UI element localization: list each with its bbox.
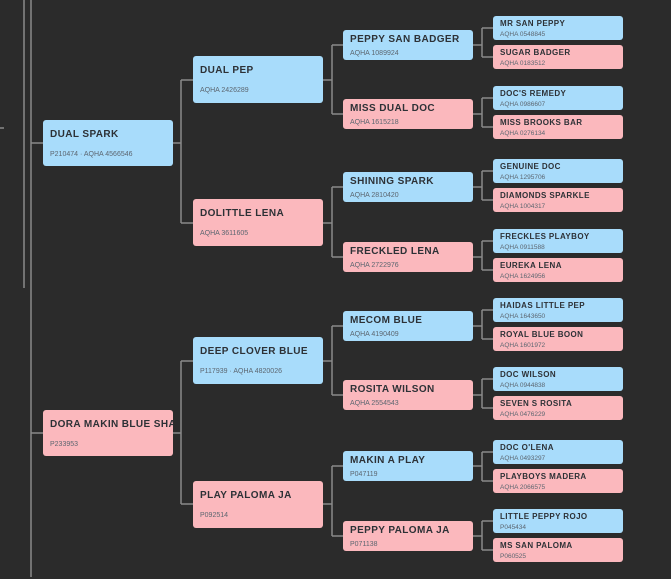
horse-name: MISS DUAL DOC: [350, 102, 436, 114]
dam-sire-sire-card[interactable]: MECOM BLUE AQHA 4190409: [343, 311, 473, 341]
horse-name: DOC WILSON: [500, 369, 556, 379]
ancestor-card-sdsd[interactable]: DIAMONDS SPARKLE AQHA 1004317: [493, 188, 623, 212]
registration-number: AQHA 2066575: [500, 483, 546, 491]
ancestor-card-dddd[interactable]: MS SAN PALOMA P060525: [493, 538, 623, 562]
horse-name: PLAY PALOMA JA: [200, 490, 292, 501]
sire-card[interactable]: DUAL SPARK P210474 · AQHA 4566546: [43, 120, 173, 166]
dam-dam-sire-card[interactable]: MAKIN A PLAY P047119: [343, 451, 473, 481]
registration-number: AQHA 1615218: [350, 118, 399, 126]
horse-name: DUAL SPARK: [50, 128, 119, 140]
dam-sire-card[interactable]: DEEP CLOVER BLUE P117939 · AQHA 4820026: [193, 337, 323, 384]
ancestor-card-sssd[interactable]: SUGAR BADGER AQHA 0183512: [493, 45, 623, 69]
horse-name: MISS BROOKS BAR: [500, 117, 583, 127]
registration-number: P233953: [50, 440, 79, 448]
registration-number: AQHA 0548845: [500, 30, 546, 38]
registration-number: AQHA 0476229: [500, 410, 546, 418]
registration-number: P117939 · AQHA 4820026: [200, 368, 282, 375]
horse-name: PEPPY PALOMA JA: [350, 524, 450, 536]
registration-number: AQHA 0911588: [500, 243, 545, 251]
horse-name: DOLITTLE LENA: [200, 208, 285, 219]
registration-number: AQHA 2426289: [200, 87, 249, 94]
registration-number: AQHA 3611605: [200, 230, 249, 237]
sire-sire-dam-card[interactable]: MISS DUAL DOC AQHA 1615218: [343, 99, 473, 129]
registration-number: AQHA 0276134: [500, 129, 546, 137]
horse-name: ROSITA WILSON: [350, 383, 435, 395]
sire-dam-sire-card[interactable]: SHINING SPARK AQHA 2810420: [343, 172, 473, 202]
horse-name: MS SAN PALOMA: [500, 540, 573, 550]
horse-name: ROYAL BLUE BOON: [500, 329, 584, 339]
registration-number: P060525: [500, 552, 527, 560]
horse-name: DORA MAKIN BLUE SHAR: [50, 418, 173, 430]
ancestor-card-dsds[interactable]: DOC WILSON AQHA 0944838: [493, 367, 623, 391]
horse-name: FRECKLED LENA: [350, 245, 440, 257]
horse-name: PEPPY SAN BADGER: [350, 33, 460, 45]
registration-number: P071138: [350, 540, 378, 548]
horse-name: HAIDAS LITTLE PEP: [500, 300, 586, 310]
registration-number: AQHA 1089924: [350, 49, 399, 57]
horse-name: MAKIN A PLAY: [350, 454, 426, 466]
ancestor-card-ssdd[interactable]: MISS BROOKS BAR AQHA 0276134: [493, 115, 623, 139]
ancestor-card-sdss[interactable]: GENUINE DOC AQHA 1295706: [493, 159, 623, 183]
registration-number: AQHA 0493297: [500, 454, 546, 462]
registration-number: P210474 · AQHA 4566546: [50, 150, 133, 158]
horse-name: FRECKLES PLAYBOY: [500, 231, 590, 241]
registration-number: AQHA 0183512: [500, 59, 546, 67]
dam-card[interactable]: DORA MAKIN BLUE SHAR P233953: [43, 410, 173, 456]
registration-number: AQHA 1601972: [500, 341, 546, 349]
horse-name: LITTLE PEPPY ROJO: [500, 511, 588, 521]
registration-number: P092514: [200, 512, 229, 519]
ancestor-card-ssds[interactable]: DOC'S REMEDY AQHA 0986607: [493, 86, 623, 110]
registration-number: AQHA 1643650: [500, 312, 546, 320]
registration-number: AQHA 2722976: [350, 261, 399, 269]
registration-number: AQHA 0944838: [500, 381, 546, 389]
horse-name: GENUINE DOC: [500, 161, 561, 171]
registration-number: AQHA 2554543: [350, 399, 399, 407]
horse-name: DEEP CLOVER BLUE: [200, 346, 308, 357]
registration-number: P045434: [500, 523, 527, 531]
horse-name: SUGAR BADGER: [500, 47, 571, 57]
horse-name: SHINING SPARK: [350, 175, 434, 187]
registration-number: AQHA 0986607: [500, 100, 546, 108]
ancestor-card-ddss[interactable]: DOC O'LENA AQHA 0493297: [493, 440, 623, 464]
horse-name: DOC'S REMEDY: [500, 88, 567, 98]
horse-name: DOC O'LENA: [500, 442, 554, 452]
dam-dam-card[interactable]: PLAY PALOMA JA P092514: [193, 481, 323, 528]
horse-name: EUREKA LENA: [500, 260, 562, 270]
horse-name: MECOM BLUE: [350, 314, 423, 326]
sire-sire-card[interactable]: DUAL PEP AQHA 2426289: [193, 56, 323, 103]
ancestor-card-sddd[interactable]: EUREKA LENA AQHA 1624956: [493, 258, 623, 282]
ancestor-card-dsss[interactable]: HAIDAS LITTLE PEP AQHA 1643650: [493, 298, 623, 322]
registration-number: AQHA 1295706: [500, 173, 546, 181]
registration-number: AQHA 4190409: [350, 330, 399, 338]
registration-number: AQHA 1004317: [500, 202, 546, 210]
sire-dam-card[interactable]: DOLITTLE LENA AQHA 3611605: [193, 199, 323, 246]
horse-name: MR SAN PEPPY: [500, 18, 566, 28]
ancestor-card-ddsd[interactable]: PLAYBOYS MADERA AQHA 2066575: [493, 469, 623, 493]
horse-name: DIAMONDS SPARKLE: [500, 190, 590, 200]
registration-number: P047119: [350, 470, 378, 478]
dam-sire-dam-card[interactable]: ROSITA WILSON AQHA 2554543: [343, 380, 473, 410]
horse-name: DUAL PEP: [200, 65, 254, 76]
ancestor-card-sdds[interactable]: FRECKLES PLAYBOY AQHA 0911588: [493, 229, 623, 253]
dam-dam-dam-card[interactable]: PEPPY PALOMA JA P071138: [343, 521, 473, 551]
registration-number: AQHA 2810420: [350, 191, 399, 199]
ancestor-card-dssd[interactable]: ROYAL BLUE BOON AQHA 1601972: [493, 327, 623, 351]
sire-sire-sire-card[interactable]: PEPPY SAN BADGER AQHA 1089924: [343, 30, 473, 60]
ancestor-card-dsdd[interactable]: SEVEN S ROSITA AQHA 0476229: [493, 396, 623, 420]
horse-name: PLAYBOYS MADERA: [500, 471, 587, 481]
ancestor-card-ssss[interactable]: MR SAN PEPPY AQHA 0548845: [493, 16, 623, 40]
registration-number: AQHA 1624956: [500, 272, 546, 280]
horse-name: SEVEN S ROSITA: [500, 398, 573, 408]
ancestor-card-ddds[interactable]: LITTLE PEPPY ROJO P045434: [493, 509, 623, 533]
sire-dam-dam-card[interactable]: FRECKLED LENA AQHA 2722976: [343, 242, 473, 272]
